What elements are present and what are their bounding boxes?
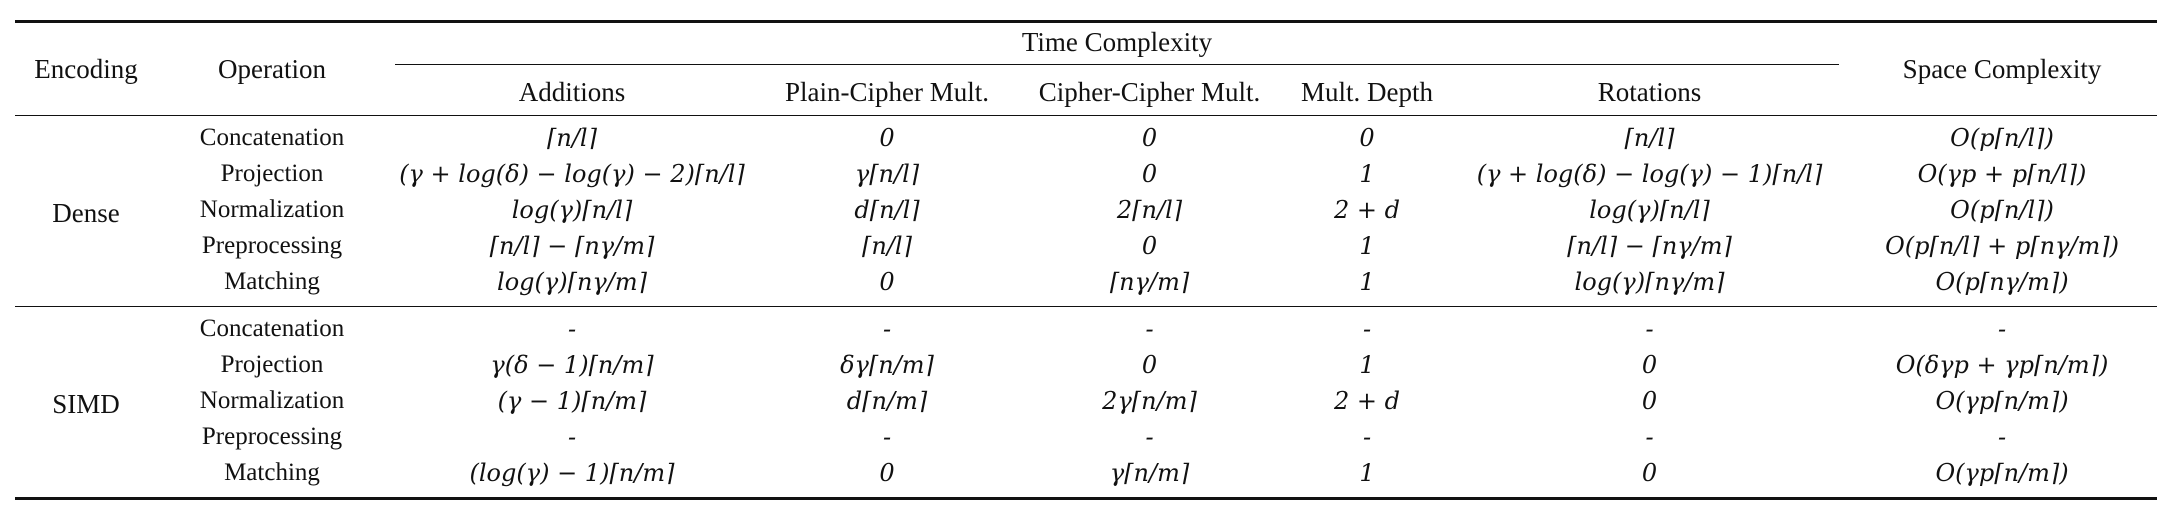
cipher-cipher-cell: - [1145,423,1154,451]
rotations-cell: 0 [1641,351,1658,379]
space-cell: O(γp + p⌈n/l⌉) [1917,160,2087,188]
depth-cell: 2 + d [1334,387,1400,415]
header-additions: Additions [518,76,626,107]
depth-cell: - [1362,423,1372,451]
cipher-cipher-cell: 0 [1141,232,1158,260]
plain-cipher-cell: 0 [757,455,1017,500]
rotations-cell: 0 [1452,455,1848,500]
cipher-cipher-cell: ⌈nγ/m⌉ [1109,268,1190,296]
plain-cipher-cell: - [757,306,1017,347]
depth-cell: 1 [1359,160,1375,188]
depth-cell: 1 [1359,351,1375,379]
cipher-cipher-cell: 0 [1141,351,1158,379]
space-cell: - [1847,306,2158,347]
table-row: Preprocessing ⌈n/l⌉ − ⌈nγ/m⌉ ⌈n/l⌉ 0 1 ⌈… [15,228,2157,264]
plain-cipher-cell: ⌈n/l⌉ [862,232,912,260]
header-cipher-cipher-mult: Cipher-Cipher Mult. [1038,76,1261,107]
additions-cell: - [567,423,577,451]
header-operation: Operation [157,20,387,116]
rotations-cell: - [1452,306,1848,347]
encoding-cell-simd: SIMD [15,306,157,500]
table-row: Normalization (γ − 1)⌈n/m⌉ d⌈n/m⌉ 2γ⌈n/m… [15,383,2157,419]
header-encoding: Encoding [15,20,157,116]
cipher-cipher-cell: γ⌈n/m⌉ [1017,455,1282,500]
rotations-cell: log(γ)⌈nγ/m⌉ [1574,268,1725,296]
plain-cipher-cell: 0 [879,268,895,296]
plain-cipher-cell: - [882,423,892,451]
table-row: SIMD Concatenation - - - - - - [15,306,2158,500]
table-row: Projection γ(δ − 1)⌈n/m⌉ δγ⌈n/m⌉ 0 1 0 O… [15,347,2157,383]
operation-cell: Normalization [199,196,345,223]
additions-cell: log(γ)⌈nγ/m⌉ [497,268,647,296]
plain-cipher-cell: γ⌈n/l⌉ [854,160,920,188]
depth-cell: 1 [1359,232,1375,260]
additions-cell: ⌈n/l⌉ [387,115,757,156]
header-plain-cipher-mult: Plain-Cipher Mult. [785,76,989,107]
operation-cell: Preprocessing [201,232,343,259]
operation-cell: Matching [224,268,320,295]
header-time-complexity: Time Complexity [387,20,1848,69]
plain-cipher-cell: d⌈n/l⌉ [854,196,920,224]
complexity-table-container: Encoding Operation Time Complexity Space… [15,20,2158,500]
rotations-cell: ⌈n/l⌉ [1452,115,1848,156]
header-mult-depth: Mult. Depth [1301,76,1433,107]
rotations-cell: - [1645,423,1654,451]
space-cell: O(p⌈n/l⌉ + p⌈nγ/m⌉) [1885,232,2119,260]
rotations-cell: log(γ)⌈n/l⌉ [1589,196,1710,224]
operation-cell: Preprocessing [201,423,343,450]
depth-cell: 0 [1282,115,1452,156]
operation-cell: Normalization [199,387,345,414]
operation-cell: Projection [220,160,324,187]
table-row: Normalization log(γ)⌈n/l⌉ d⌈n/l⌉ 2⌈n/l⌉ … [15,192,2157,228]
space-cell: O(δγp + γp⌈n/m⌉) [1895,351,2109,379]
complexity-table: Encoding Operation Time Complexity Space… [15,20,2158,500]
table-row: Preprocessing - - - - - - [15,419,2157,455]
space-cell: O(γp⌈n/m⌉) [1935,387,2069,415]
table-row: Dense Concatenation ⌈n/l⌉ 0 0 0 ⌈n/l⌉ O(… [15,115,2158,307]
table-row: Matching (log(γ) − 1)⌈n/m⌉ 0 γ⌈n/m⌉ 1 0 … [15,455,2158,500]
operation-cell: Projection [220,351,324,378]
additions-cell: ⌈n/l⌉ − ⌈nγ/m⌉ [489,232,655,260]
cipher-cipher-cell: 0 [1141,160,1158,188]
space-cell: O(p⌈n/l⌉) [1950,196,2054,224]
encoding-cell-dense: Dense [15,115,157,307]
plain-cipher-cell: d⌈n/m⌉ [846,387,928,415]
depth-cell: 1 [1359,268,1375,296]
depth-cell: 1 [1282,455,1452,500]
space-cell: O(p⌈n/l⌉) [1847,115,2158,156]
depth-cell: - [1282,306,1452,347]
header-rotations: Rotations [1597,76,1702,107]
cipher-cipher-cell: 0 [1017,115,1282,156]
table-row: Matching log(γ)⌈nγ/m⌉ 0 ⌈nγ/m⌉ 1 log(γ)⌈… [15,264,2157,307]
depth-cell: 2 + d [1334,196,1400,224]
cipher-cipher-cell: - [1017,306,1282,347]
header-time-complexity-label: Time Complexity [395,27,1840,65]
additions-cell: log(γ)⌈n/l⌉ [511,196,633,224]
additions-cell: (log(γ) − 1)⌈n/m⌉ [387,455,757,500]
additions-cell: (γ − 1)⌈n/m⌉ [497,387,647,415]
rotations-cell: ⌈n/l⌉ − ⌈nγ/m⌉ [1567,232,1732,260]
additions-cell: - [387,306,757,347]
table-row: Projection (γ + log(δ) − log(γ) − 2)⌈n/l… [15,156,2157,192]
operation-cell: Concatenation [157,306,387,347]
space-cell: O(p⌈nγ/m⌉) [1935,268,2069,296]
space-cell: - [1997,423,2007,451]
space-cell: O(γp⌈n/m⌉) [1847,455,2158,500]
header-space-complexity: Space Complexity [1847,20,2158,116]
additions-cell: (γ + log(δ) − log(γ) − 2)⌈n/l⌉ [399,160,745,188]
rotations-cell: (γ + log(δ) − log(γ) − 1)⌈n/l⌉ [1476,160,1823,188]
plain-cipher-cell: 0 [757,115,1017,156]
rotations-cell: 0 [1641,387,1658,415]
cipher-cipher-cell: 2⌈n/l⌉ [1116,196,1183,224]
cipher-cipher-cell: 2γ⌈n/m⌉ [1102,387,1197,415]
operation-cell: Concatenation [157,115,387,156]
operation-cell: Matching [157,455,387,500]
plain-cipher-cell: δγ⌈n/m⌉ [840,351,934,379]
additions-cell: γ(δ − 1)⌈n/m⌉ [490,351,654,379]
